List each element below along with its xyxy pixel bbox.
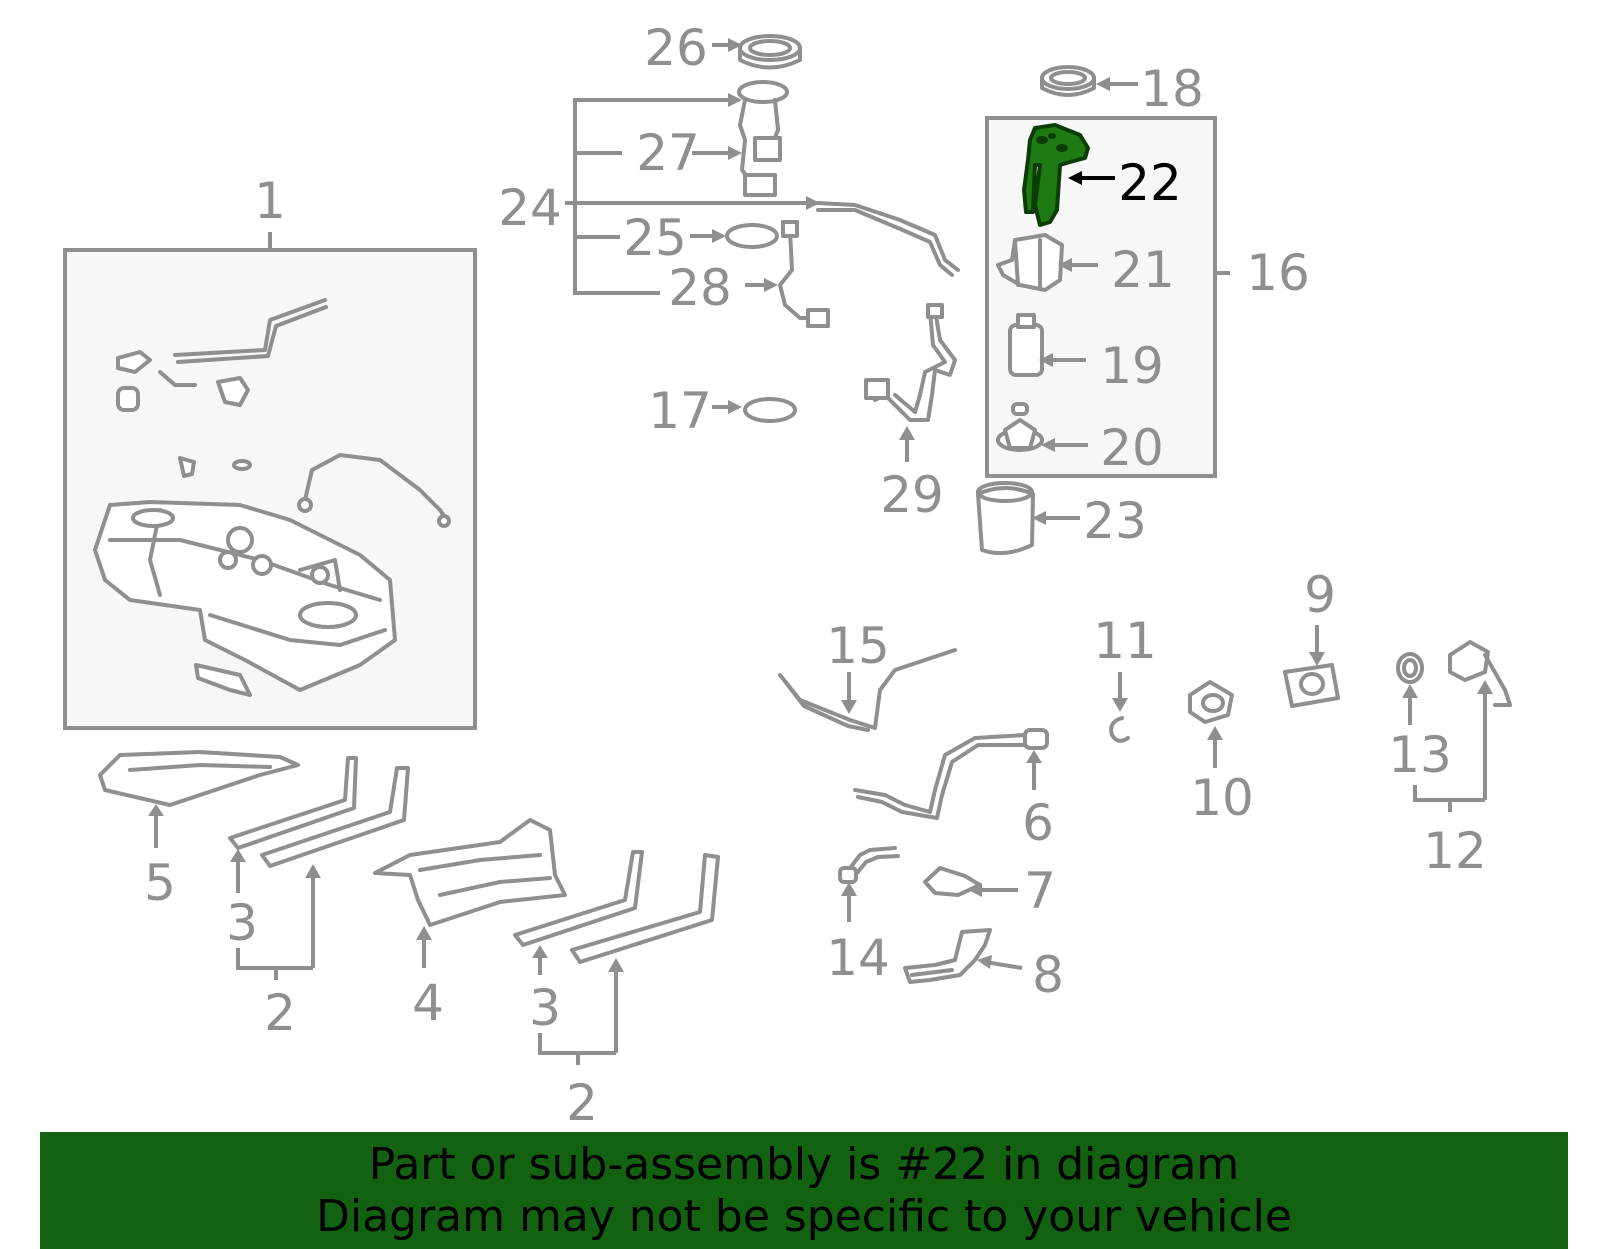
callout-8: 8 (1032, 946, 1064, 1004)
callout-20: 20 (1100, 419, 1164, 477)
callout-17: 17 (648, 382, 712, 440)
fuel-pump-assembly-group: 18 16 22 21 19 20 (976, 60, 1310, 556)
gasket-17 (743, 397, 797, 423)
part-7-group: 7 (923, 862, 1056, 920)
callout-25: 25 (623, 209, 687, 267)
canister-23 (976, 486, 1035, 556)
part-5-group: 5 (98, 750, 300, 912)
strap-group-right: 3 2 (513, 850, 720, 1132)
clip-part (116, 350, 152, 374)
gasket-25 (725, 223, 779, 249)
filler-pipe-6 (853, 733, 1027, 814)
callout-27: 27 (636, 124, 700, 182)
grommet-10 (1188, 680, 1234, 724)
callout-12: 12 (1423, 822, 1487, 880)
callout-16: 16 (1246, 244, 1310, 302)
strap-group-left: 3 2 (226, 756, 410, 1042)
callout-3-left: 3 (226, 894, 258, 952)
tank-band-small (194, 663, 252, 697)
fuel-pump-19 (1008, 323, 1044, 377)
valve-part (216, 376, 250, 407)
hose-14 (845, 846, 897, 874)
callout-9: 9 (1304, 566, 1336, 624)
tank-protector (373, 818, 567, 927)
callout-19: 19 (1100, 337, 1164, 395)
tank-strap-d (570, 853, 720, 964)
highlighted-part-22 (1022, 123, 1090, 227)
heat-shield (98, 750, 300, 807)
callout-4: 4 (412, 974, 444, 1032)
part-14-group: 14 (826, 846, 900, 987)
part-8-group: 8 (903, 928, 1064, 1004)
fuel-tube-29 (873, 308, 957, 422)
part-12-13-group: 13 12 (1388, 640, 1512, 880)
part-15-group: 15 (778, 617, 957, 732)
part-9-group: 9 (1283, 566, 1340, 708)
vent-tube (173, 298, 327, 357)
callout-18: 18 (1140, 60, 1204, 118)
tank-hose (303, 453, 450, 524)
callout-28: 28 (668, 259, 732, 317)
clip-11 (1109, 716, 1130, 743)
part-17-29-group: 17 29 (648, 303, 957, 524)
cap-13 (1396, 652, 1424, 684)
callout-24: 24 (498, 179, 562, 237)
callout-7: 7 (1024, 862, 1056, 920)
level-sensor-28 (778, 228, 822, 320)
callout-22: 22 (1118, 154, 1182, 212)
sender-assembly-group: 26 24 27 25 28 (498, 19, 960, 328)
part-6-group: 6 (853, 728, 1054, 852)
callout-5: 5 (144, 854, 176, 912)
callout-1: 1 (254, 172, 286, 230)
part-4-group: 4 (373, 818, 567, 1032)
tank-strap-c (513, 850, 644, 947)
part-11-group: 11 (1093, 612, 1157, 743)
cap-part (116, 386, 140, 412)
bracket-8 (903, 928, 992, 984)
bracket-9 (1283, 663, 1340, 708)
part-10-group: 10 (1188, 680, 1254, 827)
callout-23: 23 (1083, 492, 1147, 550)
tank-strap-b (260, 766, 410, 868)
info-banner: Part or sub-assembly is #22 in diagram D… (40, 1132, 1568, 1249)
banner-line-2: Diagram may not be specific to your vehi… (316, 1190, 1292, 1242)
callout-15: 15 (826, 617, 890, 675)
fuel-tank-assembly-group: 1 (63, 172, 477, 730)
callout-29: 29 (880, 466, 944, 524)
callout-14: 14 (826, 929, 890, 987)
banner-line-1: Part or sub-assembly is #22 in diagram (368, 1138, 1240, 1190)
callout-6: 6 (1022, 794, 1054, 852)
callout-2-right: 2 (566, 1074, 598, 1132)
callout-13: 13 (1388, 726, 1452, 784)
callout-3-right: 3 (529, 979, 561, 1037)
callout-2-left: 2 (264, 984, 296, 1042)
tank-strap-a (228, 756, 358, 850)
fuel-line (816, 201, 960, 272)
callout-21: 21 (1111, 241, 1175, 299)
fuel-sender-27 (737, 80, 789, 104)
filler-neck-12 (1448, 640, 1490, 682)
callout-26: 26 (644, 19, 708, 77)
callout-11: 11 (1093, 612, 1157, 670)
callout-10: 10 (1190, 769, 1254, 827)
